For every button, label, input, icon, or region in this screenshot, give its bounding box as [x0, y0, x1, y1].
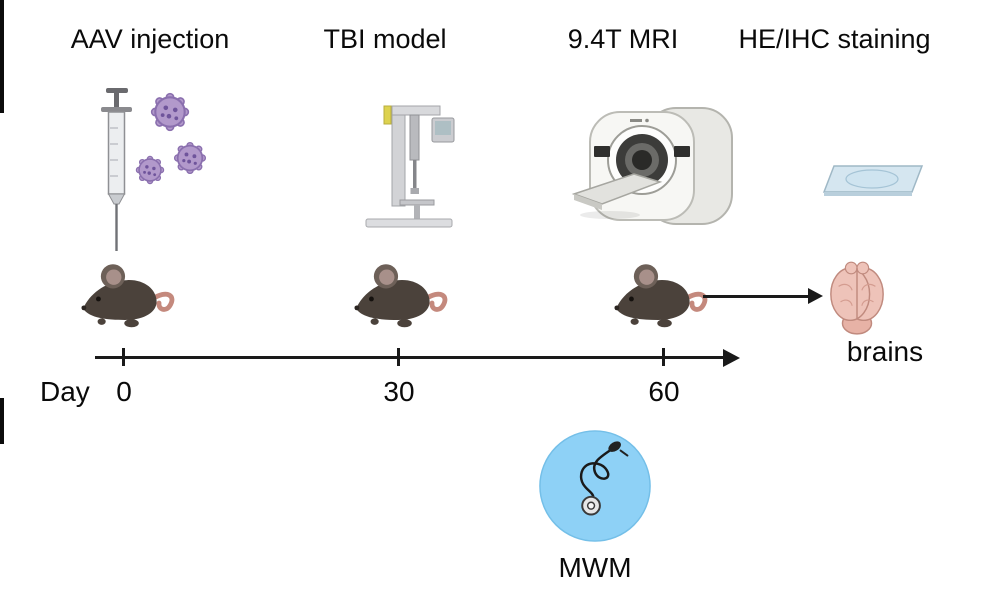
tick-label-60: 60 [648, 376, 680, 407]
mouse-icon [608, 252, 713, 329]
mwm-pool-icon [539, 430, 651, 542]
tick-label-30: 30 [383, 376, 415, 407]
virus-particle-icon [150, 92, 190, 132]
mouse-icon [75, 252, 180, 329]
virus-particle-icon [135, 155, 165, 185]
left-edge-artifact-top [0, 0, 4, 113]
mouse-to-brain-arrow-head [808, 287, 823, 304]
stage-label-mri: 9.4T MRI [567, 24, 679, 54]
timeline-tick-day-30 [397, 348, 400, 366]
mouse-to-brain-arrow-line [703, 295, 811, 298]
syringe-virus-icon [101, 88, 207, 251]
left-edge-artifact-bottom [0, 398, 4, 444]
stage-label-tbi-model: TBI model [323, 24, 447, 54]
timeline-tick-day-60 [662, 348, 665, 366]
microscope-slide-icon [822, 165, 924, 196]
stage-label-he-ihc-staining: HE/IHC staining [738, 24, 931, 54]
stage-label-aav-injection: AAV injection [70, 24, 230, 54]
brain-icon [830, 261, 884, 335]
brains-label: brains [846, 336, 924, 367]
mouse-icon [348, 252, 453, 329]
timeline-tick-day-0 [122, 348, 125, 366]
mwm-label: MWM [558, 552, 632, 583]
timeline-axis-line [95, 356, 725, 359]
timeline-axis-label: Day [40, 376, 90, 407]
virus-particle-icon [173, 141, 207, 175]
mri-scanner-icon [571, 107, 733, 225]
tick-label-0: 0 [116, 376, 132, 407]
impactor-device-icon [365, 105, 455, 228]
timeline-arrow-head [723, 348, 740, 367]
